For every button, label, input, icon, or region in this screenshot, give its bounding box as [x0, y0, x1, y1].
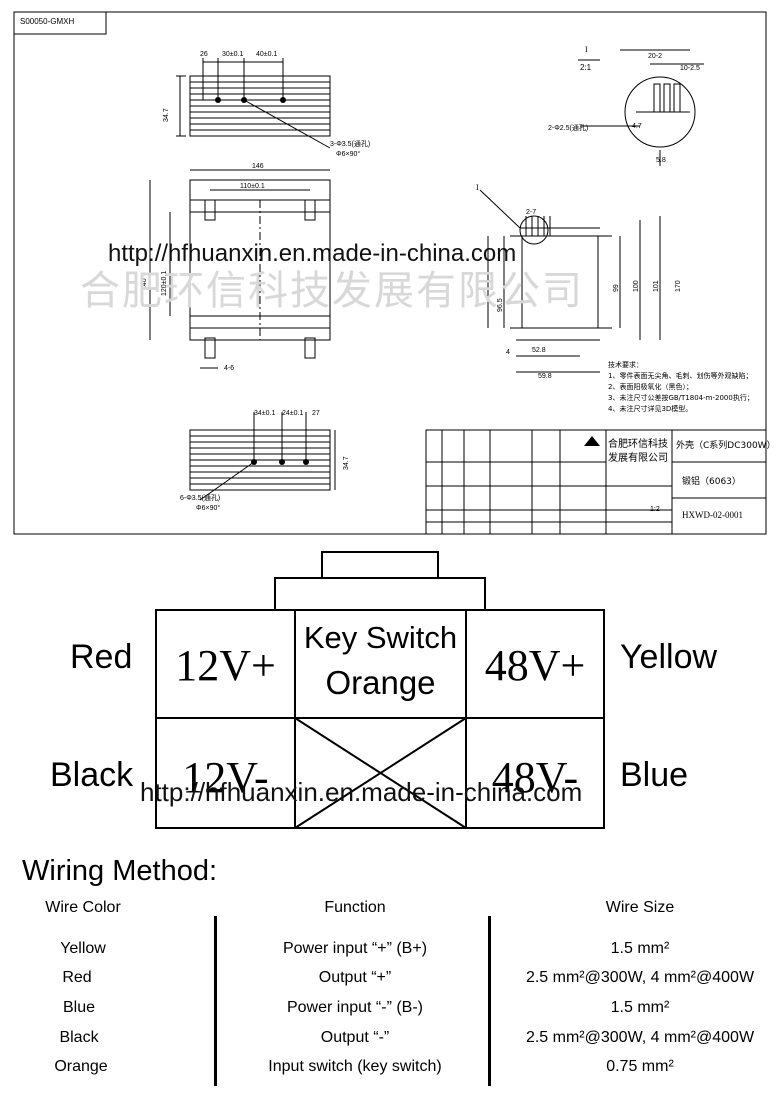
note-3: 3、未注尺寸公差按GB/T1804-m-2000执行；: [608, 394, 754, 402]
svg-text:96.5: 96.5: [497, 298, 504, 312]
technical-drawing: 26 30±0.1 40±0.1 34.7 3-Φ3.5(通孔) Φ6×90° …: [0, 0, 780, 536]
company-name: 合肥环信科技 发展有限公司: [608, 438, 668, 466]
cell-wire-color: Yellow: [60, 940, 106, 957]
cell-wire-size: 1.5 mm²: [610, 999, 670, 1016]
cell-function: Power input “-” (B-): [286, 999, 424, 1016]
note-4: 4、未注尺寸详见3D模型。: [608, 405, 693, 413]
pin-48v-plus: 48V+: [484, 641, 586, 690]
wire-label-red: Red: [70, 638, 133, 676]
svg-text:52.8: 52.8: [532, 347, 546, 354]
svg-text:34.7: 34.7: [343, 456, 350, 470]
svg-text:4: 4: [506, 349, 510, 356]
svg-text:Φ6×90°: Φ6×90°: [196, 504, 220, 512]
column-divider: [488, 916, 491, 1086]
svg-text:2-Φ2.5(通孔): 2-Φ2.5(通孔): [548, 123, 588, 132]
company-name-line2: 发展有限公司: [608, 453, 668, 464]
company-name-line1: 合肥环信科技: [608, 439, 668, 450]
part-name: 外壳（C系列DC300W）: [676, 441, 776, 451]
cell-function: Power input “+” (B+): [282, 940, 428, 957]
pin-key-switch: Key Switch: [303, 620, 458, 655]
front-view: [149, 169, 331, 369]
svg-text:20-2: 20-2: [648, 53, 662, 60]
svg-text:4.7: 4.7: [632, 123, 642, 130]
svg-text:27: 27: [312, 410, 320, 417]
cell-wire-size: 0.75 mm²: [606, 1058, 674, 1075]
watermark-url-connector: http://hfhuanxin.en.made-in-china.com: [140, 777, 583, 807]
side-view: [479, 189, 661, 373]
pin-12v-minus: 12V-: [182, 753, 269, 802]
bottom-view: [189, 412, 336, 501]
cell-wire-size: 1.5 mm²: [610, 940, 670, 957]
svg-text:40±0.1: 40±0.1: [256, 51, 277, 58]
svg-text:120±0.1: 120±0.1: [161, 271, 168, 296]
technical-notes: 技术要求： 1、零件表面无尖角、毛刺、划伤等外观缺陷； 2、表面阳极氧化（黑色）…: [608, 360, 754, 415]
cell-wire-color: Black: [59, 1029, 99, 1046]
svg-text:34.7: 34.7: [163, 108, 170, 122]
svg-text:5.8: 5.8: [656, 157, 666, 164]
detail-view-I: [578, 49, 704, 166]
wiring-method-title: Wiring Method:: [22, 855, 218, 887]
svg-text:140: 140: [141, 278, 148, 290]
svg-text:30±0.1: 30±0.1: [222, 51, 243, 58]
wire-label-black: Black: [50, 756, 134, 794]
cell-function: Input switch (key switch): [268, 1058, 442, 1075]
cell-function: Output “+”: [318, 969, 392, 986]
cell-function: Output “-”: [320, 1029, 390, 1046]
wire-label-yellow: Yellow: [620, 638, 718, 676]
svg-text:24±0.1: 24±0.1: [282, 410, 303, 417]
pin-key-switch-color: Orange: [325, 664, 436, 701]
note-1: 1、零件表面无尖角、毛刺、划伤等外观缺陷；: [608, 372, 753, 380]
cell-wire-color: Red: [62, 969, 92, 986]
wire-label-blue: Blue: [620, 756, 689, 794]
drawing-scale: 1:2: [650, 506, 660, 513]
svg-text:2-7: 2-7: [526, 209, 536, 216]
cell-wire-size: 2.5 mm²@300W, 4 mm²@400W: [525, 969, 755, 986]
title-block-grid: [425, 429, 767, 535]
svg-text:Φ6×90°: Φ6×90°: [336, 150, 360, 158]
watermark-url: http://hfhuanxin.en.made-in-china.com: [108, 240, 517, 267]
column-divider: [214, 916, 217, 1086]
svg-text:6-Φ3.5(通孔): 6-Φ3.5(通孔): [180, 493, 220, 502]
svg-text:101: 101: [653, 280, 660, 292]
cell-wire-size: 2.5 mm²@300W, 4 mm²@400W: [525, 1029, 755, 1046]
pin-12v-plus: 12V+: [175, 641, 276, 690]
cell-wire-color: Blue: [62, 999, 96, 1016]
svg-text:10-2.5: 10-2.5: [680, 65, 700, 72]
header-function: Function: [324, 899, 386, 916]
svg-text:I: I: [476, 183, 479, 192]
note-2: 2、表面阳极氧化（黑色）；: [608, 383, 693, 391]
drawing-number: HXWD-02-0001: [682, 510, 743, 520]
svg-text:99: 99: [613, 284, 620, 292]
drawing-linework: 26 30±0.1 40±0.1 34.7 3-Φ3.5(通孔) Φ6×90° …: [13, 11, 767, 535]
cell-wire-color: Orange: [54, 1058, 108, 1075]
svg-text:I: I: [585, 45, 588, 54]
svg-text:110±0.1: 110±0.1: [240, 183, 265, 190]
company-logo-icon: [584, 436, 600, 446]
top-view: [176, 58, 331, 149]
svg-text:59.8: 59.8: [538, 373, 552, 380]
svg-text:4-6: 4-6: [224, 365, 234, 372]
svg-text:26: 26: [200, 51, 208, 58]
svg-text:3-Φ3.5(通孔): 3-Φ3.5(通孔): [330, 139, 370, 148]
svg-text:146: 146: [252, 163, 264, 170]
material: 锻铝（6063）: [682, 477, 741, 487]
svg-text:100: 100: [633, 280, 640, 292]
header-wire-color: Wire Color: [45, 899, 121, 916]
pin-48v-minus: 48V-: [491, 753, 579, 802]
watermark-company: 合肥环信科技发展有限公司: [80, 268, 584, 314]
corner-label: S00050-GMXH: [20, 17, 75, 26]
svg-text:34±0.1: 34±0.1: [254, 410, 275, 417]
connector-outline: [155, 551, 605, 829]
notes-title: 技术要求：: [608, 361, 643, 369]
svg-text:2:1: 2:1: [580, 63, 592, 72]
svg-text:170: 170: [675, 280, 682, 292]
header-wire-size: Wire Size: [605, 899, 675, 916]
